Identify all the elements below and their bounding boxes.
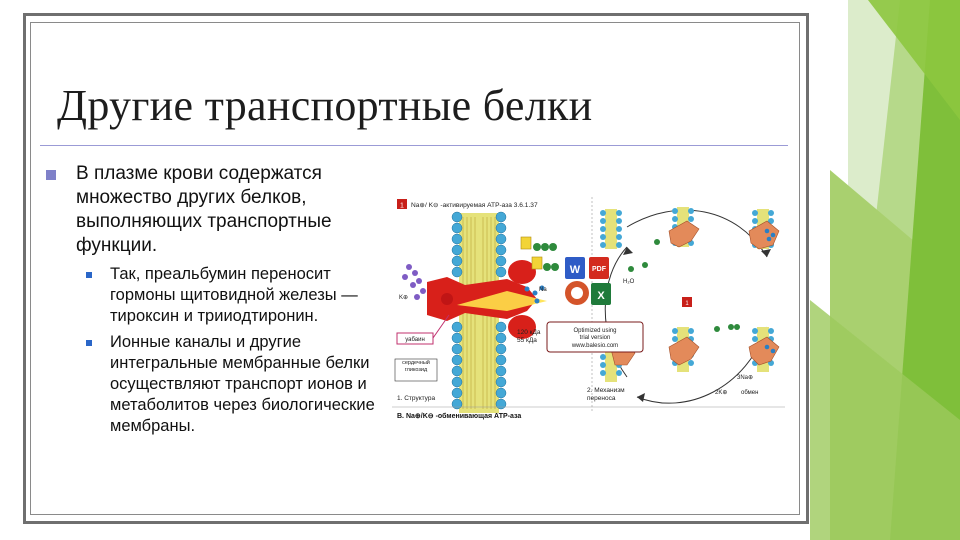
figure-heading: Na⊕/ K⊖ -активируемая АТР-аза 3.6.1.37 bbox=[411, 202, 538, 209]
glycoside-label: сердечный гликозид bbox=[402, 360, 430, 373]
svg-text:уабаин: уабаин bbox=[405, 337, 425, 343]
square-bullet-icon bbox=[86, 340, 92, 346]
sodium-exchange-label: 3Na⊕ bbox=[737, 375, 753, 381]
bullet-item: В плазме крови содержатся множество друг… bbox=[46, 162, 386, 258]
office-icons: W PDF X bbox=[565, 257, 611, 305]
mass-label-alpha: 120 кДа bbox=[517, 329, 541, 336]
bullet-text: В плазме крови содержатся множество друг… bbox=[76, 163, 332, 256]
mechanism-caption-line1: 2. Механизм bbox=[587, 387, 625, 394]
svg-text:W: W bbox=[570, 264, 581, 276]
excel-icon bbox=[591, 283, 611, 305]
na-k-atpase-figure: 1 Na⊕/ K⊖ -активируемая АТР-аза 3.6.1.37… bbox=[387, 187, 790, 432]
water-label: H₂O bbox=[623, 279, 635, 285]
k-ion-label: K⊕ bbox=[399, 295, 408, 301]
potassium-exchange-label: 2K⊕ bbox=[715, 390, 727, 396]
atpase-protein bbox=[427, 260, 547, 339]
exchange-label: обмен bbox=[741, 390, 758, 396]
sub-bullet-item: Так, преальбумин переносит гормоны щитов… bbox=[46, 264, 386, 327]
slide-title: Другие транспортные белки bbox=[57, 81, 593, 130]
word-icon bbox=[565, 257, 585, 279]
na-ion-label: Na bbox=[539, 287, 547, 293]
svg-text:1: 1 bbox=[400, 203, 404, 210]
figure-label-box bbox=[397, 199, 407, 209]
ouabain-box bbox=[396, 332, 434, 345]
bullet-list: В плазме крови содержатся множество друг… bbox=[46, 162, 386, 437]
slide-inner-frame bbox=[30, 22, 800, 515]
svg-text:1: 1 bbox=[685, 301, 689, 307]
structure-caption: 1. Структура bbox=[397, 395, 435, 402]
center-label-box bbox=[682, 297, 692, 307]
svg-text:PDF: PDF bbox=[592, 266, 607, 273]
pdf-icon bbox=[589, 257, 609, 279]
figure-footer: В. Na⊕/K⊖ -обменивающая АТР-аза bbox=[397, 412, 521, 420]
inhibition-line bbox=[432, 314, 450, 339]
pump-conformations bbox=[610, 220, 780, 366]
svg-text:Optimized using: Optimized using bbox=[573, 328, 616, 334]
glycoside-box bbox=[394, 358, 438, 382]
title-divider bbox=[40, 145, 788, 146]
square-bullet-icon bbox=[86, 272, 92, 278]
sub-bullet-text: Ионные каналы и другие интегральные мемб… bbox=[110, 333, 375, 435]
watermark: Optimized using trial version www.balesi… bbox=[546, 321, 644, 353]
decorative-green-shapes bbox=[810, 0, 960, 540]
sub-bullet-item: Ионные каналы и другие интегральные мемб… bbox=[46, 332, 386, 437]
slide-outer-frame bbox=[23, 13, 809, 524]
atp-chain bbox=[520, 236, 559, 271]
svg-text:trial version: trial version bbox=[580, 335, 611, 341]
mechanism-caption-line2: переноса bbox=[587, 395, 616, 402]
mass-label-beta: 55 кДа bbox=[517, 337, 537, 344]
svg-text:www.balesio.com: www.balesio.com bbox=[571, 343, 618, 349]
square-bullet-icon bbox=[46, 170, 56, 180]
svg-text:X: X bbox=[597, 290, 605, 302]
sub-bullet-text: Так, преальбумин переносит гормоны щитов… bbox=[110, 265, 358, 325]
